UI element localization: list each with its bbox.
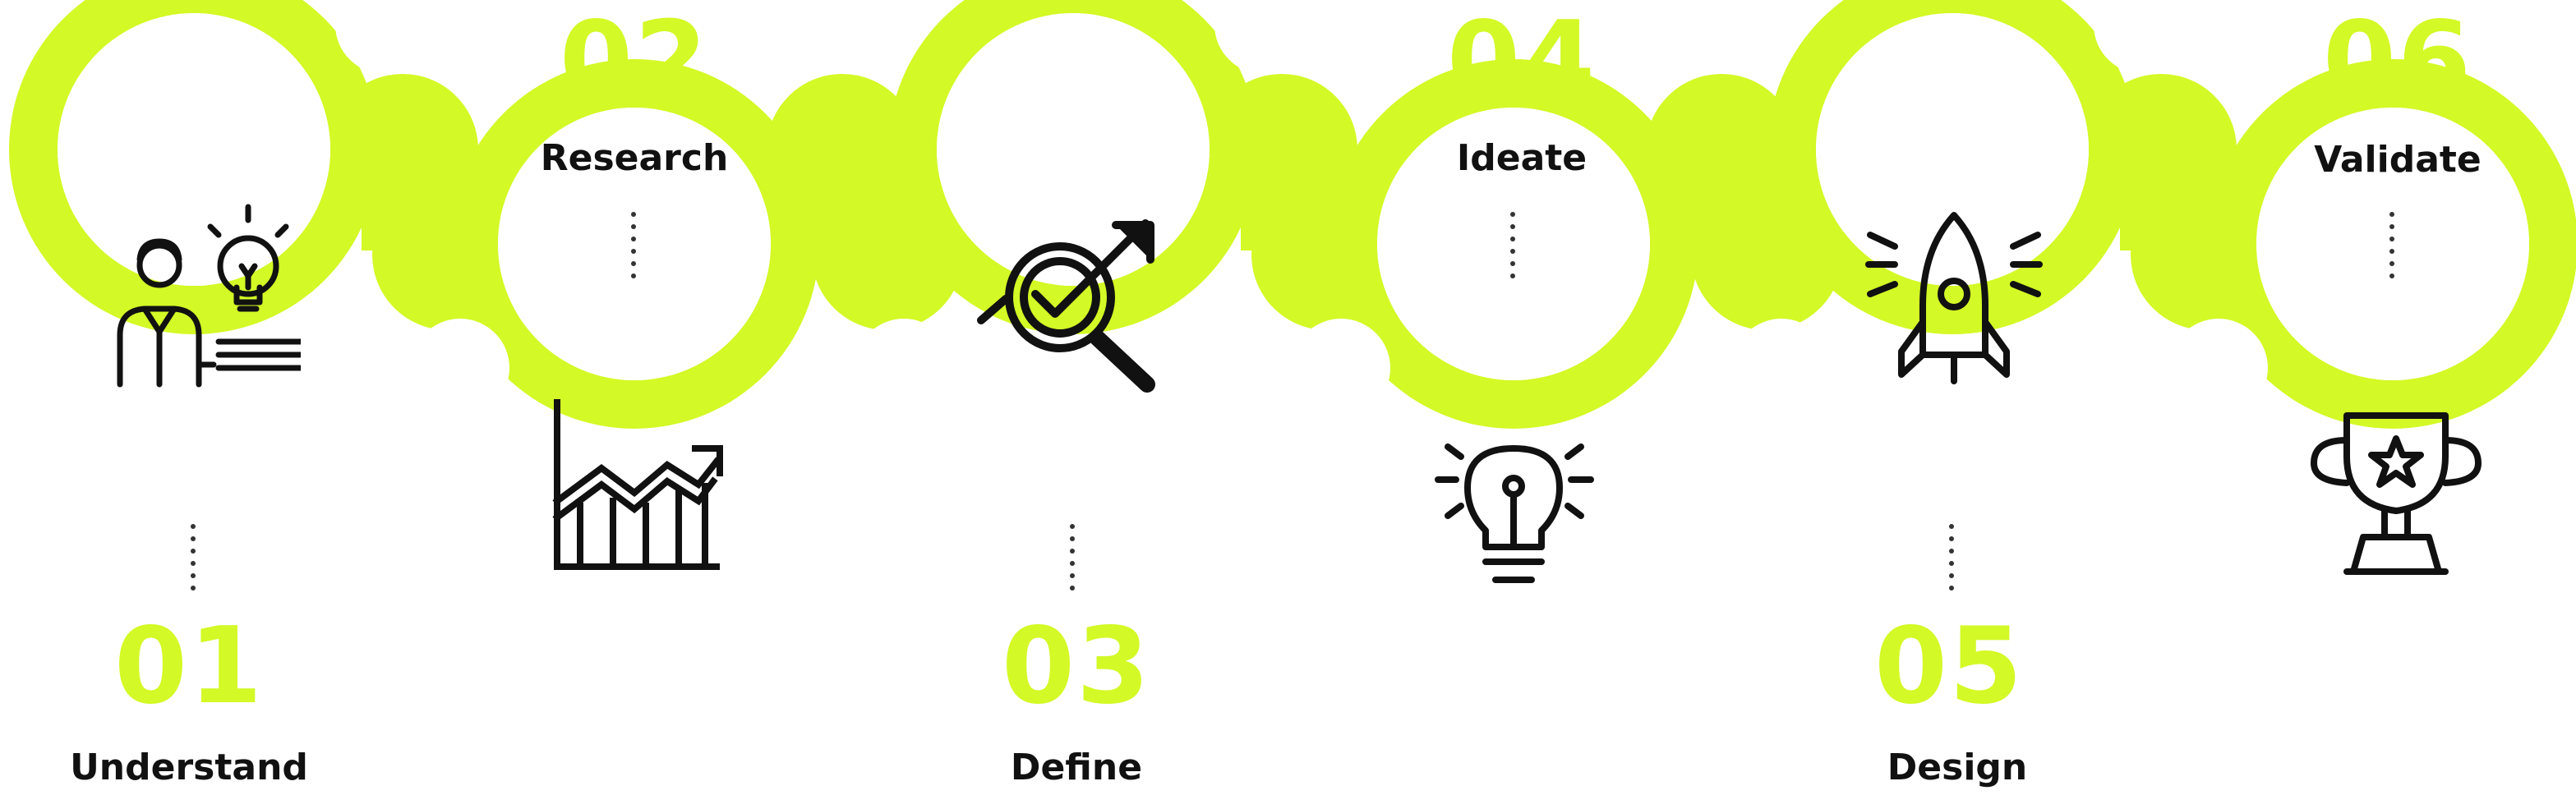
person-lightbulb-icon	[117, 204, 301, 388]
step-3-number: 03	[1001, 605, 1152, 728]
step-5-number: 05	[1873, 605, 2025, 728]
step-5-label: Design	[1887, 747, 2028, 788]
step-4-connector	[1510, 212, 1517, 286]
step-1-number: 01	[113, 605, 265, 728]
step-6-connector	[2389, 212, 2396, 286]
step-4-number: 04	[1446, 0, 1597, 122]
step-2-number: 02	[559, 0, 710, 122]
step-2-connector	[631, 212, 638, 286]
step-1-connector	[191, 524, 197, 598]
growth-chart-icon	[552, 399, 723, 570]
step-6-number: 06	[2322, 0, 2473, 122]
trophy-icon	[2311, 412, 2482, 575]
step-3-label: Define	[1010, 747, 1143, 788]
step-6-label: Validate	[2314, 139, 2482, 181]
step-2-label: Research	[540, 137, 729, 179]
lightbulb-icon	[1435, 443, 1594, 583]
magnifier-check-icon	[977, 219, 1155, 393]
step-1-label: Understand	[70, 747, 308, 788]
step-4-label: Ideate	[1456, 137, 1588, 179]
rocket-icon	[1865, 212, 2043, 384]
chain-bridges	[362, 160, 2227, 250]
step-3-connector	[1070, 524, 1076, 598]
step-5-connector	[1949, 524, 1956, 598]
